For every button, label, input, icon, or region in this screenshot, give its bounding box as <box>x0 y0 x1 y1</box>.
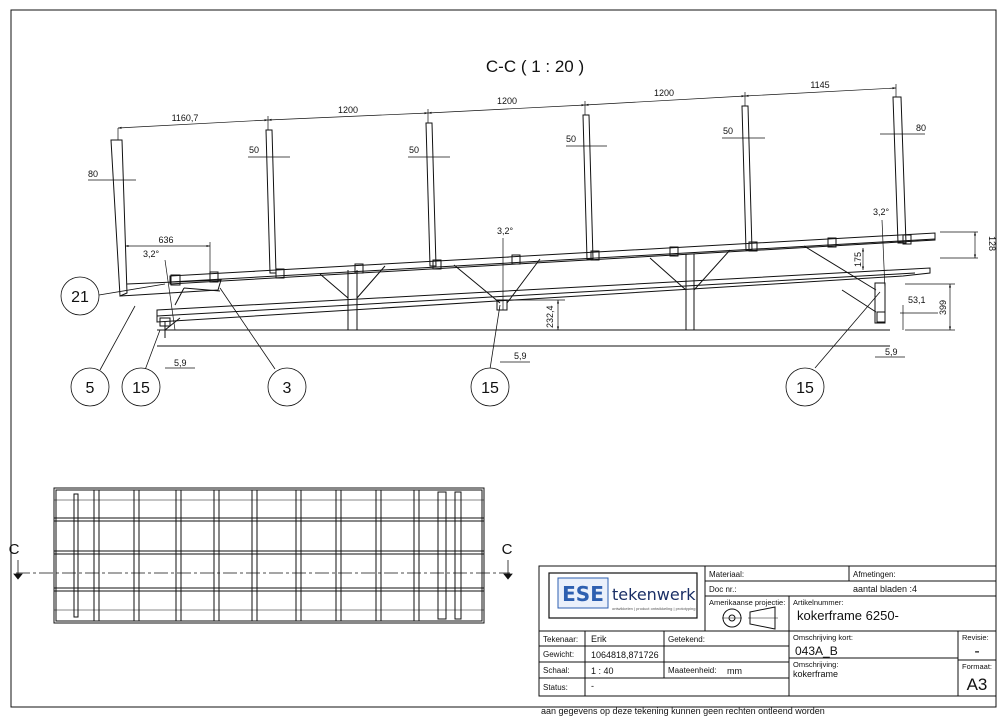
maateenheid-value: mm <box>727 666 742 676</box>
materiaal-label: Materiaal: <box>709 570 744 579</box>
omschrijving-kort-label: Omschrijving kort: <box>793 633 853 642</box>
title-block-texts: Materiaal: Afmetingen: Doc nr.: aantal b… <box>543 570 992 694</box>
dim-post-4: 50 <box>723 126 733 136</box>
item-balloons <box>60 276 881 407</box>
section-marker-right: C <box>502 541 513 558</box>
title-block <box>538 565 997 697</box>
tekenaar-value: Erik <box>591 634 607 644</box>
upright-posts <box>265 96 907 274</box>
dim-angle-mid: 3,2° <box>497 226 514 236</box>
rail-blocks <box>170 234 912 286</box>
dim-128: 128 <box>987 236 997 251</box>
dim-399: 399 <box>938 300 948 315</box>
gewicht-label: Gewicht: <box>543 650 574 659</box>
gewicht-value: 1064818,871726 <box>591 650 659 660</box>
omschrijving-kort-value: 043A_B <box>795 644 838 658</box>
formaat-value: A3 <box>967 675 988 694</box>
dim-angle-left: 3,2° <box>143 249 160 259</box>
balloon-21: 21 <box>71 289 89 306</box>
getekend-label: Getekend: <box>668 635 705 644</box>
maateenheid-label: Maateenheid: <box>668 666 716 675</box>
dim-232: 232,4 <box>545 305 555 328</box>
status-label: Status: <box>543 683 568 692</box>
plan-crossmember <box>295 489 302 622</box>
truss-members <box>164 245 877 331</box>
balloon-15-mid: 15 <box>481 380 499 397</box>
logo-tekenwerk: tekenwerk <box>612 585 696 604</box>
schaal-value: 1 : 40 <box>591 666 614 676</box>
balloon-15-right: 15 <box>796 380 814 397</box>
dim-post-1: 50 <box>249 145 259 155</box>
dim-53: 53,1 <box>908 295 926 305</box>
balloon-5: 5 <box>86 380 95 397</box>
projectie-label: Amerikaanse projectie: <box>709 598 785 607</box>
company-logo: ESE tekenwerk ontwikkelen | product ontw… <box>557 577 696 611</box>
plan-crossmember <box>133 489 140 622</box>
plan-crossmember <box>175 489 182 622</box>
logo-ese: ESE <box>562 582 604 606</box>
dim-offset-mid: 5,9 <box>514 351 527 361</box>
artikelnummer-label: Artikelnummer: <box>793 598 843 607</box>
revisie-label: Revisie: <box>962 633 989 642</box>
plan-crossmember <box>251 489 258 622</box>
dim-span-2: 1200 <box>338 105 358 115</box>
plan-crossmember <box>413 489 420 622</box>
section-line <box>13 560 513 580</box>
dim-end-right: 80 <box>916 123 926 133</box>
status-value: - <box>591 681 594 691</box>
sheet-border <box>10 9 997 708</box>
revisie-value: - <box>974 643 979 660</box>
schaal-label: Schaal: <box>543 666 570 675</box>
plan-crossmember <box>93 489 100 622</box>
afmetingen-label: Afmetingen: <box>853 570 896 579</box>
bladen-text: aantal bladen :4 <box>853 584 917 594</box>
dim-span-1: 1160,7 <box>172 113 199 123</box>
lower-beam <box>156 267 931 323</box>
omschrijving-value: kokerframe <box>793 669 838 679</box>
section-marker-left: C <box>9 541 20 558</box>
dim-offset-left: 5,9 <box>174 358 187 368</box>
logo-tagline: ontwikkelen | product ontwikkeling | pro… <box>612 606 695 611</box>
base-lines <box>157 282 890 347</box>
artikelnummer-value: kokerframe 6250- <box>797 608 899 623</box>
omschrijving-label: Omschrijving: <box>793 660 838 669</box>
upper-rail <box>169 232 936 285</box>
dim-offset-right: 5,9 <box>885 347 898 357</box>
plan-crossmember <box>213 489 220 622</box>
dim-angle-right: 3,2° <box>873 207 890 217</box>
plan-crossmember <box>375 489 382 622</box>
dim-left-length: 636 <box>158 235 173 245</box>
dim-175: 175 <box>853 252 863 267</box>
balloon-labels: 21 5 15 3 15 15 <box>71 289 814 397</box>
doc-label: Doc nr.: <box>709 585 737 594</box>
formaat-label: Formaat: <box>962 662 992 671</box>
section-title: C-C ( 1 : 20 ) <box>486 57 584 76</box>
left-end-post <box>110 139 222 297</box>
plan-crossmember <box>335 489 342 622</box>
plan-view <box>53 487 485 624</box>
section-view <box>110 96 936 347</box>
dim-span-4: 1200 <box>654 88 674 98</box>
balloon-15-left: 15 <box>132 380 150 397</box>
dim-span-3: 1200 <box>497 96 517 106</box>
tekenaar-label: Tekenaar: <box>543 635 578 644</box>
dimension-lines <box>88 84 978 369</box>
dim-span-5: 1145 <box>810 80 829 90</box>
dim-post-3: 50 <box>566 134 576 144</box>
dim-end-left: 80 <box>88 169 98 179</box>
balloon-3: 3 <box>283 380 292 397</box>
dim-post-2: 50 <box>409 145 419 155</box>
disclaimer-text: aan gegevens op deze tekening kunnen gee… <box>541 706 825 716</box>
dimension-texts: 1160,7 1200 1200 1200 1145 50 50 50 50 8… <box>88 80 997 368</box>
